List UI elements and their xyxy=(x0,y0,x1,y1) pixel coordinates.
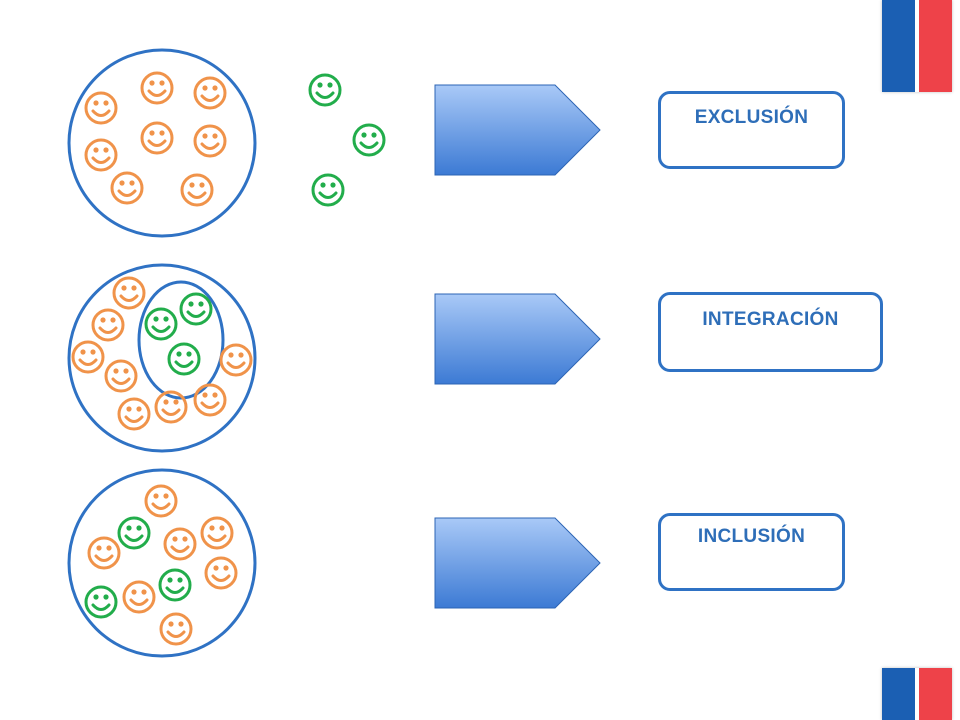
smiley-face-icon xyxy=(84,91,118,125)
smiley-face-icon xyxy=(104,359,138,393)
smiley-face-icon xyxy=(159,612,193,646)
exclusion-group-circle xyxy=(67,48,257,238)
smiley-face-icon xyxy=(204,556,238,590)
smiley-face-icon xyxy=(193,124,227,158)
smiley-face-icon xyxy=(308,73,342,107)
smiley-face-icon xyxy=(87,536,121,570)
integration-group-circle xyxy=(67,263,257,453)
inclusion-label: INCLUSIÓN xyxy=(697,526,806,547)
integration-label-box: INTEGRACIÓN xyxy=(658,292,883,372)
smiley-face-icon xyxy=(311,173,345,207)
smiley-face-icon xyxy=(352,123,386,157)
smiley-face-icon xyxy=(122,580,156,614)
inclusion-group-circle xyxy=(67,468,257,658)
integration-label: INTEGRACIÓN xyxy=(702,309,839,330)
arrow-inclusion xyxy=(434,517,601,609)
smiley-face-icon xyxy=(144,307,178,341)
smiley-face-icon xyxy=(71,340,105,374)
smiley-face-icon xyxy=(117,397,151,431)
smiley-face-icon xyxy=(84,138,118,172)
smiley-face-icon xyxy=(140,71,174,105)
smiley-face-icon xyxy=(179,292,213,326)
exclusion-label: EXCLUSIÓN xyxy=(694,107,809,128)
smiley-face-icon xyxy=(117,516,151,550)
smiley-face-icon xyxy=(84,585,118,619)
smiley-face-icon xyxy=(193,76,227,110)
inclusion-label-box: INCLUSIÓN xyxy=(658,513,845,591)
flag-stripe-top xyxy=(882,0,952,92)
smiley-face-icon xyxy=(112,276,146,310)
smiley-face-icon xyxy=(180,173,214,207)
smiley-face-icon xyxy=(193,383,227,417)
smiley-face-icon xyxy=(140,121,174,155)
smiley-face-icon xyxy=(200,516,234,550)
flag-stripe-bottom xyxy=(882,668,952,720)
smiley-face-icon xyxy=(158,568,192,602)
arrow-exclusion xyxy=(434,84,601,176)
smiley-face-icon xyxy=(167,342,201,376)
smiley-face-icon xyxy=(154,390,188,424)
smiley-face-icon xyxy=(144,484,178,518)
arrow-integration xyxy=(434,293,601,385)
smiley-face-icon xyxy=(219,343,253,377)
smiley-face-icon xyxy=(110,171,144,205)
exclusion-label-box: EXCLUSIÓN xyxy=(658,91,845,169)
smiley-face-icon xyxy=(163,527,197,561)
integration-subgroup-ellipse xyxy=(137,280,225,400)
smiley-face-icon xyxy=(91,308,125,342)
